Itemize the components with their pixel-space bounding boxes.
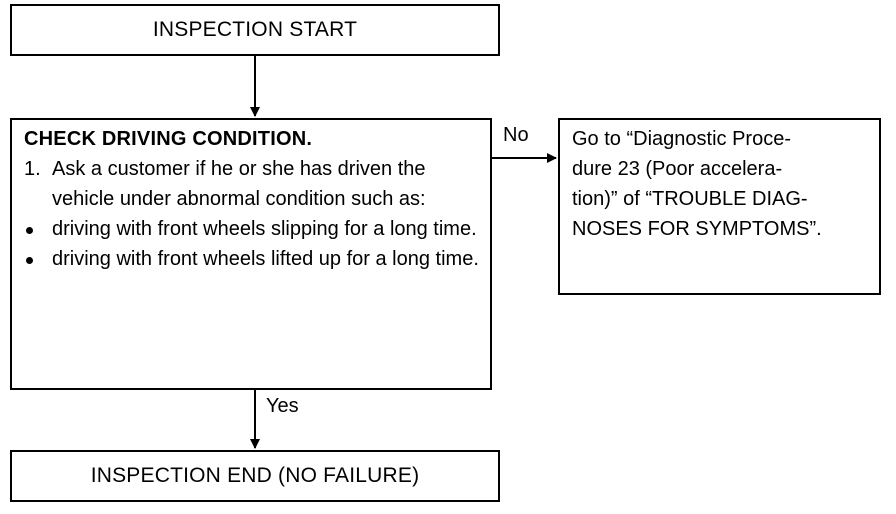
- check-driving-condition-box: CHECK DRIVING CONDITION. 1. Ask a custom…: [10, 118, 492, 390]
- check-step-1: 1. Ask a customer if he or she has drive…: [24, 154, 480, 214]
- diagnostic-line-1: Go to “Diagnostic Proce-: [572, 128, 791, 150]
- edge-label-yes: Yes: [266, 395, 299, 417]
- diagnostic-procedure-box: Go to “Diagnostic Proce- dure 23 (Poor a…: [558, 118, 881, 295]
- bullet-dot-icon: [26, 257, 33, 264]
- inspection-start-label: INSPECTION START: [152, 18, 358, 41]
- bullet-dot-icon: [26, 227, 33, 234]
- diagnostic-line-4: NOSES FOR SYMPTOMS”.: [572, 218, 822, 240]
- edge-label-no: No: [503, 124, 529, 146]
- check-step-1-text: Ask a customer if he or she has driven t…: [52, 158, 426, 210]
- diagnostic-line-2: dure 23 (Poor accelera-: [572, 158, 783, 180]
- inspection-start-box: INSPECTION START: [10, 4, 500, 56]
- diagnostic-line-3: tion)” of “TROUBLE DIAG-: [572, 188, 808, 210]
- check-bullet-1-text: driving with front wheels slipping for a…: [52, 218, 477, 240]
- inspection-end-box: INSPECTION END (NO FAILURE): [10, 450, 500, 502]
- check-step-1-number: 1.: [24, 158, 41, 180]
- check-bullet-2: driving with front wheels lifted up for …: [24, 244, 480, 274]
- check-bullet-2-text: driving with front wheels lifted up for …: [52, 248, 479, 270]
- inspection-end-label: INSPECTION END (NO FAILURE): [90, 464, 420, 487]
- check-bullet-1: driving with front wheels slipping for a…: [24, 214, 480, 244]
- check-driving-condition-title: CHECK DRIVING CONDITION.: [24, 128, 313, 150]
